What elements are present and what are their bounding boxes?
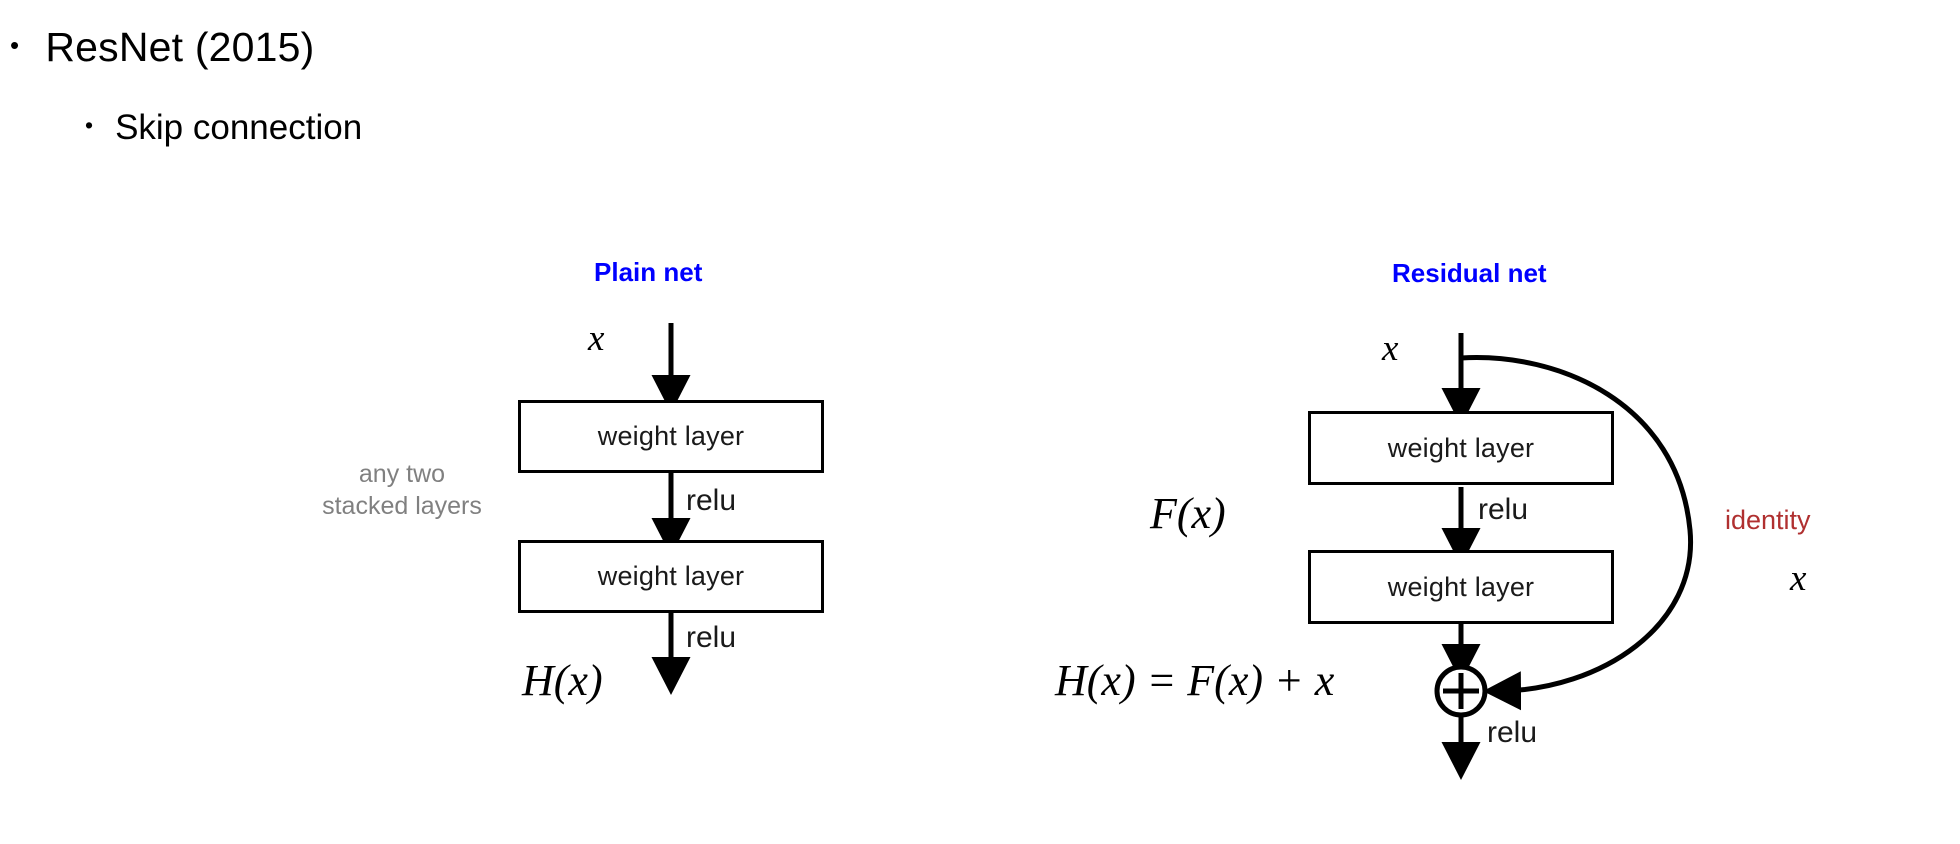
bullet-skip-connection-text: Skip connection xyxy=(115,108,363,147)
plain-net-weight-layer-1[interactable]: weight layer xyxy=(518,400,824,473)
plain-net-weight-layer-2[interactable]: weight layer xyxy=(518,540,824,613)
residual-net-weight-layer-1[interactable]: weight layer xyxy=(1308,411,1614,485)
bullet-skip-connection: • Skip connection xyxy=(85,108,362,148)
bullet-resnet-text: ResNet (2015) xyxy=(45,24,315,70)
residual-net-weight-layer-2-label: weight layer xyxy=(1387,571,1535,602)
residual-sum-equation: H(x) = F(x) + x xyxy=(1055,656,1335,705)
bullet-marker-icon: • xyxy=(10,30,20,60)
residual-net-weight-layer-1-label: weight layer xyxy=(1387,432,1535,463)
residual-net-weight-layer-2[interactable]: weight layer xyxy=(1308,550,1614,624)
plain-net-output-label: H(x) xyxy=(522,656,603,705)
plain-net-note-line2: stacked layers xyxy=(322,492,482,520)
residual-net-title: Residual net xyxy=(1392,258,1547,288)
plain-net-input-label: x xyxy=(588,318,605,359)
identity-skip-connection-path xyxy=(1460,355,1694,711)
bullet-marker-icon: • xyxy=(85,112,94,138)
plain-net-note-line1: any two xyxy=(358,460,446,488)
plain-net-relu-1-label: relu xyxy=(686,484,737,517)
bullet-resnet: • ResNet (2015) xyxy=(10,24,315,71)
plain-net-weight-layer-1-label: weight layer xyxy=(597,421,745,451)
residual-net-input-label: x xyxy=(1382,328,1399,369)
identity-label: identity xyxy=(1725,505,1811,535)
plain-net-relu-2-label: relu xyxy=(686,621,737,654)
identity-variable-label: x xyxy=(1790,558,1807,599)
residual-net-function-label: F(x) xyxy=(1150,489,1226,538)
plain-net-weight-layer-2-label: weight layer xyxy=(597,561,745,591)
residual-net-relu-2-label: relu xyxy=(1487,716,1538,749)
plain-net-note: any two stacked layers xyxy=(292,458,512,522)
plain-net-title: Plain net xyxy=(594,257,703,287)
residual-net-relu-1-label: relu xyxy=(1478,493,1529,526)
